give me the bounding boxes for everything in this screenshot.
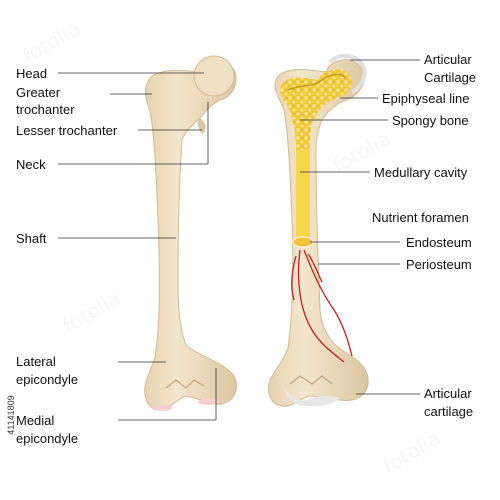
label-endosteum: Endosteum (406, 235, 472, 250)
label-lateral-epicondyle-line2: epicondyle (16, 372, 79, 387)
label-medullary-cavity: Medullary cavity (374, 165, 468, 180)
epiphyseal-line (287, 73, 347, 91)
left-femur-head (193, 55, 235, 97)
label-periosteum: Periosteum (406, 257, 472, 272)
label-greater-trochanter-line2: trochanter (16, 102, 75, 117)
stock-code: 41141809 (6, 395, 16, 435)
label-epiphyseal-line: Epiphyseal line (382, 91, 470, 106)
label-medial-epicondyle-line2: epicondyle (16, 431, 79, 446)
label-shaft: Shaft (16, 231, 47, 246)
left-femur (144, 55, 238, 411)
left-lateral-cartilage (198, 399, 218, 405)
label-spongy-bone: Spongy bone (392, 113, 469, 128)
spongy-bone-region (280, 69, 352, 150)
label-nutrient-foramen: Nutrient foramen (372, 210, 469, 225)
label-articular-cartilage-top-line1: Articular (424, 52, 472, 67)
label-articular-cartilage-top-line2: Cartilage (424, 70, 477, 85)
leader-neck (58, 102, 209, 165)
left-condyle-notch (165, 379, 205, 389)
right-femur (268, 53, 369, 407)
right-articular-cartilage-top (328, 53, 367, 94)
label-head: Head (16, 66, 48, 81)
nutrient-vessels (291, 249, 353, 363)
right-articular-cartilage-bottom (284, 386, 340, 407)
left-medial-cartilage (152, 405, 172, 411)
label-articular-cartilage-bottom-line2: cartilage (424, 404, 474, 419)
left-lesser-trochanter (197, 118, 206, 134)
label-greater-trochanter-line1: Greater (16, 85, 61, 100)
right-condyle-notch (289, 375, 333, 385)
label-neck: Neck (16, 157, 46, 172)
leader-lines (58, 59, 420, 421)
left-femur-body (144, 61, 238, 411)
label-lesser-trochanter: Lesser trochanter (16, 123, 118, 138)
label-medial-epicondyle-line1: Medial (16, 413, 55, 428)
label-articular-cartilage-bottom-line1: Articular (424, 386, 472, 401)
label-lateral-epicondyle-line1: Lateral (16, 354, 56, 369)
medullary-cavity (296, 150, 310, 242)
leader-medial-epicondyle (118, 368, 217, 421)
